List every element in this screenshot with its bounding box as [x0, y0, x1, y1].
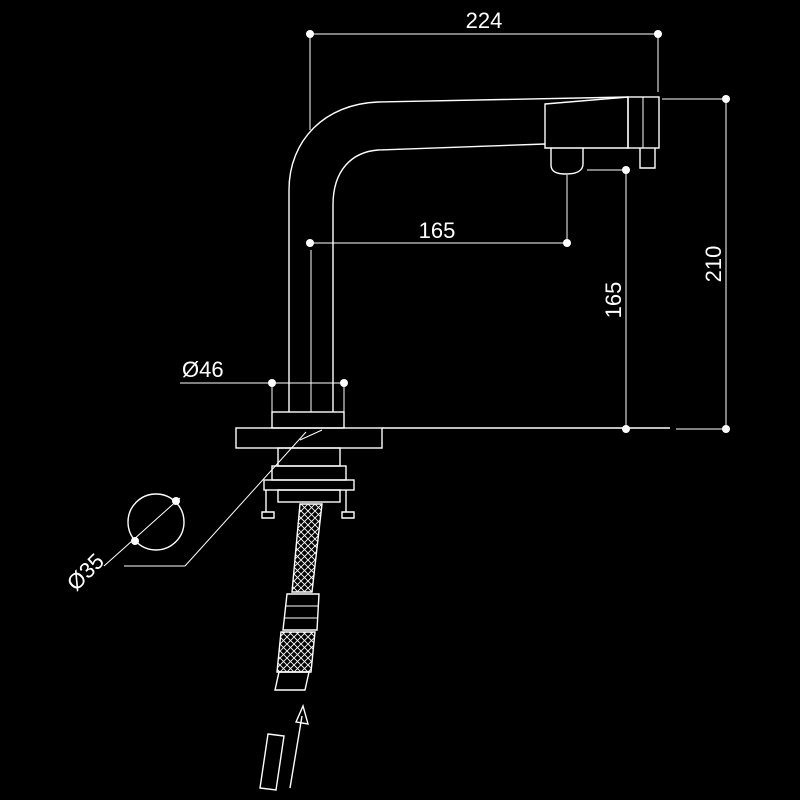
- dimension-label-165-vertical: 165: [601, 282, 626, 319]
- dimension-label-d35: Ø35: [62, 548, 109, 595]
- braided-hose: [291, 503, 323, 593]
- dimension-base-diameter: Ø46: [180, 357, 348, 412]
- spout-head: [544, 96, 660, 175]
- aerator-outlet: [550, 148, 584, 175]
- base-collar: [271, 411, 345, 429]
- lever-stub: [639, 148, 656, 169]
- dimension-hole-diameter: Ø35: [62, 431, 307, 596]
- flow-arrow-icon: [289, 703, 309, 789]
- dimension-total-height: 210: [662, 95, 730, 433]
- head-housing: [544, 96, 629, 149]
- mounting-assembly: [235, 411, 670, 519]
- dimension-label-224: 224: [466, 8, 503, 33]
- spout-outer-contour: [288, 96, 629, 412]
- spout-inner-contour: [332, 143, 546, 412]
- supply-hose: [259, 503, 323, 791]
- deck-plate: [235, 427, 383, 449]
- hose-fitting-knurl: [276, 631, 316, 673]
- dimension-overall-reach: 224: [306, 8, 662, 130]
- hose-fitting-tail: [274, 671, 310, 691]
- dimension-label-165-horizontal: 165: [419, 218, 456, 243]
- dimension-label-d46: Ø46: [182, 357, 224, 382]
- fixing-nut: [271, 465, 347, 481]
- clamp-screw-left: [261, 490, 275, 519]
- inlet-pipe: [259, 733, 285, 791]
- mounting-hole-circle: [127, 493, 185, 551]
- dimension-spout-reach: 165: [306, 175, 571, 247]
- section-mark: [299, 429, 323, 441]
- hose-nut: [282, 593, 320, 631]
- dimension-outlet-height: 165: [587, 166, 630, 433]
- threaded-shank: [277, 447, 341, 467]
- clamp-screw-right: [341, 490, 355, 519]
- faucet-body: [288, 96, 629, 412]
- lock-washer: [263, 479, 355, 491]
- dimension-label-210: 210: [701, 246, 726, 283]
- clamp-plate: [277, 489, 341, 503]
